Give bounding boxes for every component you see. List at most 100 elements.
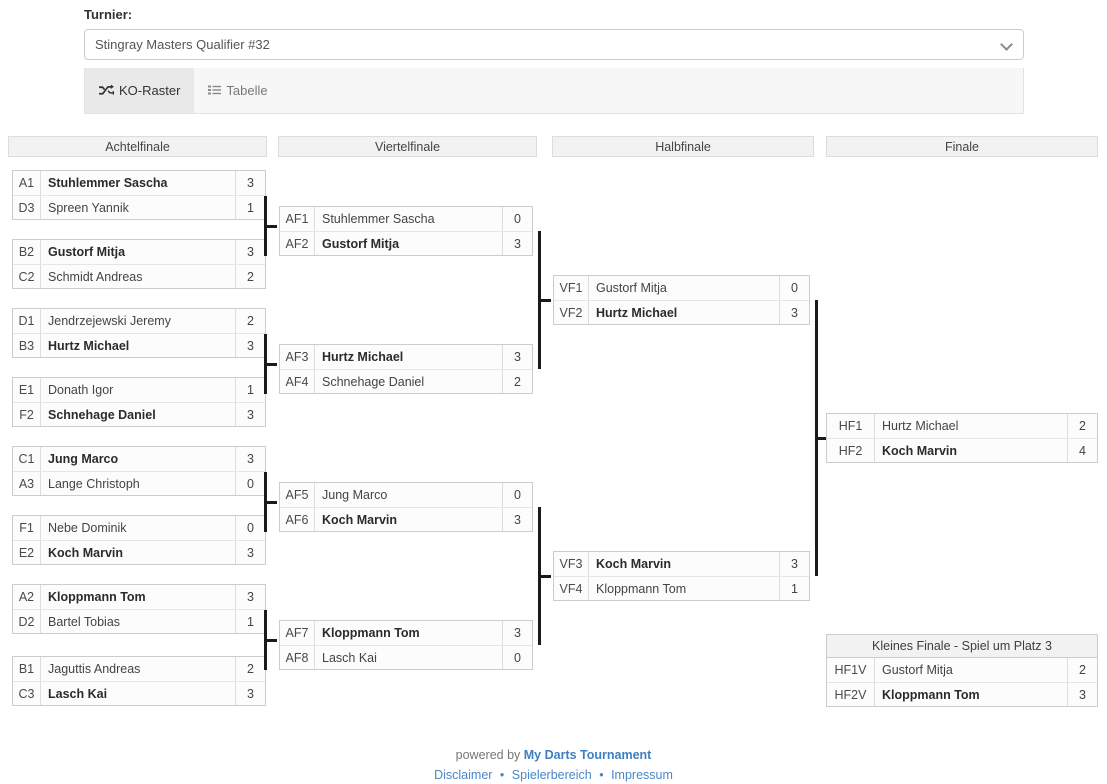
match-r16-5[interactable]: C1 Jung Marco 3 A3 Lange Christoph 0 xyxy=(12,446,266,496)
player-name: Jendrzejewski Jeremy xyxy=(48,314,171,328)
match-r16-2[interactable]: B2 Gustorf Mitja 3 C2 Schmidt Andreas 2 xyxy=(12,239,266,289)
seed-code: AF4 xyxy=(280,370,315,393)
match-sf-1[interactable]: VF1 Gustorf Mitja 0 VF2 Hurtz Michael 3 xyxy=(553,275,810,325)
table-row[interactable]: D1 Jendrzejewski Jeremy 2 xyxy=(13,309,265,333)
table-row[interactable]: B1 Jaguttis Andreas 2 xyxy=(13,657,265,681)
tab-tabelle[interactable]: Tabelle xyxy=(194,68,281,113)
table-row[interactable]: AF8 Lasch Kai 0 xyxy=(280,645,532,669)
table-row[interactable]: C2 Schmidt Andreas 2 xyxy=(13,264,265,288)
footer-link-impressum[interactable]: Impressum xyxy=(611,768,673,782)
player-name: Schnehage Daniel xyxy=(322,374,425,389)
player-score: 0 xyxy=(502,207,532,231)
list-icon xyxy=(208,85,222,97)
round-header-halbfinale: Halbfinale xyxy=(552,136,814,157)
table-row[interactable]: AF7 Kloppmann Tom 3 xyxy=(280,621,532,645)
match-r16-1[interactable]: A1 Stuhlemmer Sascha 3 D3 Spreen Yannik … xyxy=(12,170,266,220)
match-qf-3[interactable]: AF5 Jung Marco 0 AF6 Koch Marvin 3 xyxy=(279,482,533,532)
player-score: 2 xyxy=(502,370,532,393)
table-row[interactable]: AF1 Stuhlemmer Sascha 0 xyxy=(280,207,532,231)
match-qf-1[interactable]: AF1 Stuhlemmer Sascha 0 AF2 Gustorf Mitj… xyxy=(279,206,533,256)
match-sf-2[interactable]: VF3 Koch Marvin 3 VF4 Kloppmann Tom 1 xyxy=(553,551,810,601)
tab-tabelle-label: Tabelle xyxy=(226,83,268,98)
table-row[interactable]: VF1 Gustorf Mitja 0 xyxy=(554,276,809,300)
seed-code: VF3 xyxy=(554,552,589,576)
seed-code: C3 xyxy=(13,682,41,705)
player-score: 3 xyxy=(235,240,265,264)
table-row[interactable]: B2 Gustorf Mitja 3 xyxy=(13,240,265,264)
player-name: Lange Christoph xyxy=(48,476,140,491)
player-name: Hurtz Michael xyxy=(322,350,404,364)
player-name: Lasch Kai xyxy=(48,686,108,701)
seed-code: AF5 xyxy=(280,483,315,507)
table-row[interactable]: F1 Nebe Dominik 0 xyxy=(13,516,265,540)
player-score: 1 xyxy=(235,196,265,219)
table-row[interactable]: HF1 Hurtz Michael 2 xyxy=(827,414,1097,438)
seed-code: HF1 xyxy=(827,414,875,438)
seed-code: HF2V xyxy=(827,683,875,706)
player-score: 3 xyxy=(235,403,265,426)
seed-code: B2 xyxy=(13,240,41,264)
table-row[interactable]: A1 Stuhlemmer Sascha 3 xyxy=(13,171,265,195)
match-qf-4[interactable]: AF7 Kloppmann Tom 3 AF8 Lasch Kai 0 xyxy=(279,620,533,670)
table-row[interactable]: B3 Hurtz Michael 3 xyxy=(13,333,265,357)
player-name: Hurtz Michael xyxy=(596,305,678,320)
match-r16-7[interactable]: A2 Kloppmann Tom 3 D2 Bartel Tobias 1 xyxy=(12,584,266,634)
seed-code: D1 xyxy=(13,309,41,333)
table-row[interactable]: E2 Koch Marvin 3 xyxy=(13,540,265,564)
round-header-achtelfinale: Achtelfinale xyxy=(8,136,267,157)
player-name: Gustorf Mitja xyxy=(596,281,667,295)
player-score: 0 xyxy=(779,276,809,300)
brand-link[interactable]: My Darts Tournament xyxy=(523,748,652,762)
table-row[interactable]: AF3 Hurtz Michael 3 xyxy=(280,345,532,369)
table-row[interactable]: D2 Bartel Tobias 1 xyxy=(13,609,265,633)
match-final[interactable]: HF1 Hurtz Michael 2 HF2 Koch Marvin 4 xyxy=(826,413,1098,463)
table-row[interactable]: F2 Schnehage Daniel 3 xyxy=(13,402,265,426)
table-row[interactable]: E1 Donath Igor 1 xyxy=(13,378,265,402)
table-row[interactable]: VF4 Kloppmann Tom 1 xyxy=(554,576,809,600)
footer-link-disclaimer[interactable]: Disclaimer xyxy=(434,768,493,782)
view-tabs: KO-Raster Tabelle xyxy=(84,68,1024,114)
match-r16-6[interactable]: F1 Nebe Dominik 0 E2 Koch Marvin 3 xyxy=(12,515,266,565)
player-score: 0 xyxy=(235,516,265,540)
table-row[interactable]: C3 Lasch Kai 3 xyxy=(13,681,265,705)
tournament-select[interactable]: Stingray Masters Qualifier #32 xyxy=(84,29,1024,60)
footer-link-spielerbereich[interactable]: Spielerbereich xyxy=(511,768,592,782)
match-r16-3[interactable]: D1 Jendrzejewski Jeremy 2 B3 Hurtz Micha… xyxy=(12,308,266,358)
seed-code: AF2 xyxy=(280,232,315,255)
table-row[interactable]: AF5 Jung Marco 0 xyxy=(280,483,532,507)
player-score: 1 xyxy=(235,610,265,633)
player-score: 2 xyxy=(235,657,265,681)
player-name: Spreen Yannik xyxy=(48,200,129,215)
seed-code: C2 xyxy=(13,265,41,288)
shuffle-icon xyxy=(99,84,114,97)
seed-code: AF8 xyxy=(280,646,315,669)
player-name: Koch Marvin xyxy=(882,443,958,458)
table-row[interactable]: VF3 Koch Marvin 3 xyxy=(554,552,809,576)
player-score: 1 xyxy=(779,577,809,600)
player-name: Jung Marco xyxy=(48,452,119,466)
table-row[interactable]: AF6 Koch Marvin 3 xyxy=(280,507,532,531)
player-name: Kloppmann Tom xyxy=(596,581,687,596)
table-row[interactable]: HF2 Koch Marvin 4 xyxy=(827,438,1097,462)
player-name: Koch Marvin xyxy=(48,545,124,560)
table-row[interactable]: HF2V Kloppmann Tom 3 xyxy=(827,682,1097,706)
table-row[interactable]: AF4 Schnehage Daniel 2 xyxy=(280,369,532,393)
tournament-label: Turnier: xyxy=(84,7,133,22)
player-score: 3 xyxy=(502,345,532,369)
table-row[interactable]: AF2 Gustorf Mitja 3 xyxy=(280,231,532,255)
seed-code: AF6 xyxy=(280,508,315,531)
match-qf-2[interactable]: AF3 Hurtz Michael 3 AF4 Schnehage Daniel… xyxy=(279,344,533,394)
match-r16-8[interactable]: B1 Jaguttis Andreas 2 C3 Lasch Kai 3 xyxy=(12,656,266,706)
table-row[interactable]: HF1V Gustorf Mitja 2 xyxy=(827,658,1097,682)
table-row[interactable]: VF2 Hurtz Michael 3 xyxy=(554,300,809,324)
tab-ko-raster[interactable]: KO-Raster xyxy=(85,68,195,113)
table-row[interactable]: A3 Lange Christoph 0 xyxy=(13,471,265,495)
table-row[interactable]: D3 Spreen Yannik 1 xyxy=(13,195,265,219)
player-score: 4 xyxy=(1067,439,1097,462)
match-third-place[interactable]: HF1V Gustorf Mitja 2 HF2V Kloppmann Tom … xyxy=(826,657,1098,707)
table-row[interactable]: C1 Jung Marco 3 xyxy=(13,447,265,471)
player-score: 3 xyxy=(235,171,265,195)
table-row[interactable]: A2 Kloppmann Tom 3 xyxy=(13,585,265,609)
player-score: 0 xyxy=(502,483,532,507)
match-r16-4[interactable]: E1 Donath Igor 1 F2 Schnehage Daniel 3 xyxy=(12,377,266,427)
